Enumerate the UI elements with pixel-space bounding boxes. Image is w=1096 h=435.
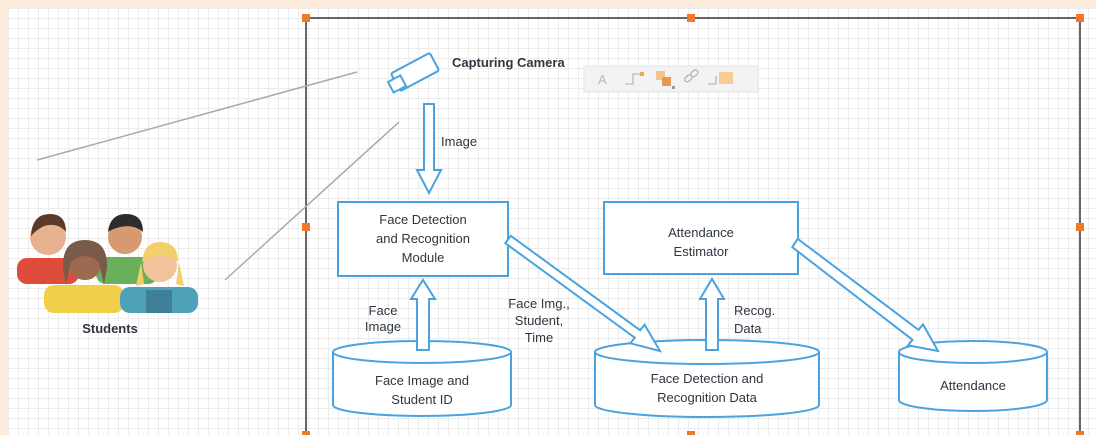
connector-tool-icon[interactable] [625, 72, 644, 85]
camera-view-line-top [36, 71, 358, 161]
attendance-db[interactable]: Attendance [898, 340, 1048, 412]
edge-label-image: Image [441, 134, 477, 149]
handle-bottom-left[interactable] [302, 431, 310, 435]
selection-handles[interactable] [302, 14, 1084, 435]
face-image-student-db[interactable]: Face Image and Student ID [332, 340, 512, 417]
edge-label-face-image-line1: Face [369, 303, 398, 318]
style-tool-icon[interactable] [708, 72, 733, 85]
text-tool-button[interactable]: A [598, 72, 607, 87]
camera-view-line-bottom [224, 121, 400, 281]
students-icon[interactable] [17, 214, 198, 313]
arrow-estimator-to-attendance[interactable] [790, 237, 940, 353]
arrow-db-to-module[interactable] [409, 278, 437, 351]
arrange-tool-icon[interactable] [656, 71, 675, 89]
module-label-line2: and Recognition [376, 231, 470, 246]
handle-top-left[interactable] [302, 14, 310, 22]
estimator-label-line1: Attendance [668, 225, 734, 240]
db-recog-label-line2: Recognition Data [657, 390, 757, 405]
handle-bottom-center[interactable] [687, 431, 695, 435]
edge-label-recog-line2: Data [734, 321, 762, 336]
edge-label-face-img-line2: Student, [515, 313, 563, 328]
module-label-line1: Face Detection [379, 212, 466, 227]
db-students-label-line2: Student ID [391, 392, 452, 407]
arrow-camera-to-module[interactable] [415, 103, 443, 196]
db-recog-label-line1: Face Detection and [651, 371, 764, 386]
estimator-label-line2: Estimator [674, 244, 730, 259]
module-label-line3: Module [402, 250, 445, 265]
db-attendance-label: Attendance [940, 378, 1006, 393]
edge-label-face-img-line3: Time [525, 330, 553, 345]
edge-label-recog-line1: Recog. [734, 303, 775, 318]
edge-label-face-img-line1: Face Img., [508, 296, 569, 311]
link-icon[interactable] [683, 69, 699, 83]
handle-top-right[interactable] [1076, 14, 1084, 22]
handle-bottom-right[interactable] [1076, 431, 1084, 435]
camera-label: Capturing Camera [452, 55, 565, 70]
db-students-label-line1: Face Image and [375, 373, 469, 388]
face-detection-module[interactable]: Face Detection and Recognition Module [337, 201, 509, 277]
arrow-recog-to-estimator[interactable] [698, 277, 726, 351]
arrow-module-to-recog[interactable] [503, 234, 663, 353]
diagram-canvas[interactable]: A Capturing Camera [8, 8, 1096, 435]
students-label: Students [82, 321, 138, 336]
floating-toolbar[interactable]: A [583, 65, 759, 93]
edge-label-face-image-line2: Image [365, 319, 401, 334]
handle-middle-left[interactable] [302, 223, 310, 231]
handle-top-center[interactable] [687, 14, 695, 22]
recognition-data-db[interactable]: Face Detection and Recognition Data [594, 339, 820, 418]
attendance-estimator[interactable]: Attendance Estimator [603, 201, 799, 275]
handle-middle-right[interactable] [1076, 223, 1084, 231]
camera-icon[interactable] [386, 52, 440, 94]
diagram: A Capturing Camera [17, 14, 1084, 435]
